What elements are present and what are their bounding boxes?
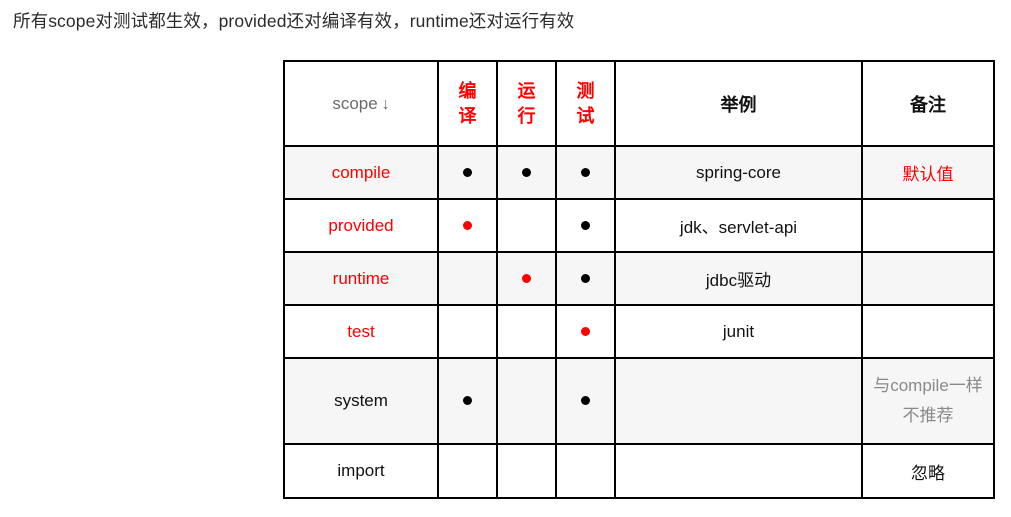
table-row: runtime jdbc驱动 xyxy=(283,251,995,306)
header-cell-note: 备注 xyxy=(861,60,995,147)
cell-note xyxy=(861,251,995,306)
status-dot-red xyxy=(463,220,472,230)
cell-example xyxy=(614,357,863,445)
cell-test xyxy=(555,357,616,445)
cell-scope: test xyxy=(283,304,439,359)
header-note-label: 备注 xyxy=(910,94,946,115)
status-dot-red xyxy=(522,273,531,283)
cell-scope: import xyxy=(283,443,439,499)
status-dot-black xyxy=(463,167,472,177)
cell-example: spring-core xyxy=(614,145,863,200)
status-dot-black xyxy=(581,167,590,177)
table-body: compile spring-core 默认值 provided jdk、ser… xyxy=(283,145,995,499)
cell-compile xyxy=(437,443,498,499)
status-dot-black xyxy=(522,167,531,177)
cell-scope: compile xyxy=(283,145,439,200)
cell-scope: provided xyxy=(283,198,439,253)
scope-label: test xyxy=(347,321,375,341)
example-text: spring-core xyxy=(695,162,782,182)
note-text: 默认值 xyxy=(902,165,954,184)
scope-label: runtime xyxy=(332,268,390,288)
cell-test xyxy=(555,145,616,200)
sort-down-arrow-icon: ↓ xyxy=(381,95,390,113)
cell-example: jdk、servlet-api xyxy=(614,198,863,253)
scope-label: import xyxy=(337,461,385,480)
scope-label: provided xyxy=(328,215,394,235)
header-scope-label: scope↓ xyxy=(332,93,390,113)
cell-note xyxy=(861,304,995,359)
cell-runtime xyxy=(496,304,557,359)
table-row: compile spring-core 默认值 xyxy=(283,145,995,200)
header-cell-runtime: 运行 xyxy=(496,60,557,147)
cell-example xyxy=(614,443,863,499)
cell-example: jdbc驱动 xyxy=(614,251,863,306)
cell-compile xyxy=(437,357,498,445)
table-row: system 与compile一样不推荐 xyxy=(283,357,995,445)
table-header-row: scope↓ 编译 运行 测试 举例 备注 xyxy=(283,60,995,147)
header-compile-label: 编译 xyxy=(458,80,477,126)
cell-runtime xyxy=(496,251,557,306)
cell-compile xyxy=(437,198,498,253)
table-row: provided jdk、servlet-api xyxy=(283,198,995,253)
header-runtime-label: 运行 xyxy=(517,80,536,126)
header-cell-compile: 编译 xyxy=(437,60,498,147)
header-cell-example: 举例 xyxy=(614,60,863,147)
header-example-label: 举例 xyxy=(720,94,757,115)
header-cell-scope: scope↓ xyxy=(283,60,439,147)
cell-example: junit xyxy=(614,304,863,359)
note-text: 忽略 xyxy=(911,463,945,483)
example-text: jdk、servlet-api xyxy=(679,218,798,237)
status-dot-black xyxy=(581,220,590,230)
scope-label: system xyxy=(334,391,388,410)
cell-note: 与compile一样不推荐 xyxy=(861,357,995,445)
status-dot-black xyxy=(581,273,590,283)
cell-compile xyxy=(437,304,498,359)
page-caption: 所有scope对测试都生效，provided还对编译有效，runtime还对运行… xyxy=(13,11,575,31)
status-dot-black xyxy=(581,396,590,406)
status-dot-red xyxy=(581,326,590,336)
example-text: junit xyxy=(722,321,755,341)
cell-note: 忽略 xyxy=(861,443,995,499)
scope-label: compile xyxy=(331,162,391,182)
maven-scope-table: scope↓ 编译 运行 测试 举例 备注 compile spr xyxy=(283,60,995,499)
cell-note: 默认值 xyxy=(861,145,995,200)
cell-runtime xyxy=(496,145,557,200)
cell-compile xyxy=(437,251,498,306)
cell-test xyxy=(555,304,616,359)
cell-test xyxy=(555,443,616,499)
table-row: test junit xyxy=(283,304,995,359)
example-text: jdbc驱动 xyxy=(705,271,772,290)
table-row: import 忽略 xyxy=(283,443,995,499)
note-text: 与compile一样不推荐 xyxy=(873,376,983,425)
cell-scope: system xyxy=(283,357,439,445)
cell-scope: runtime xyxy=(283,251,439,306)
cell-compile xyxy=(437,145,498,200)
cell-test xyxy=(555,198,616,253)
header-test-label: 测试 xyxy=(576,80,595,126)
cell-note xyxy=(861,198,995,253)
status-dot-black xyxy=(463,396,472,406)
header-cell-test: 测试 xyxy=(555,60,616,147)
cell-runtime xyxy=(496,443,557,499)
cell-test xyxy=(555,251,616,306)
cell-runtime xyxy=(496,198,557,253)
cell-runtime xyxy=(496,357,557,445)
